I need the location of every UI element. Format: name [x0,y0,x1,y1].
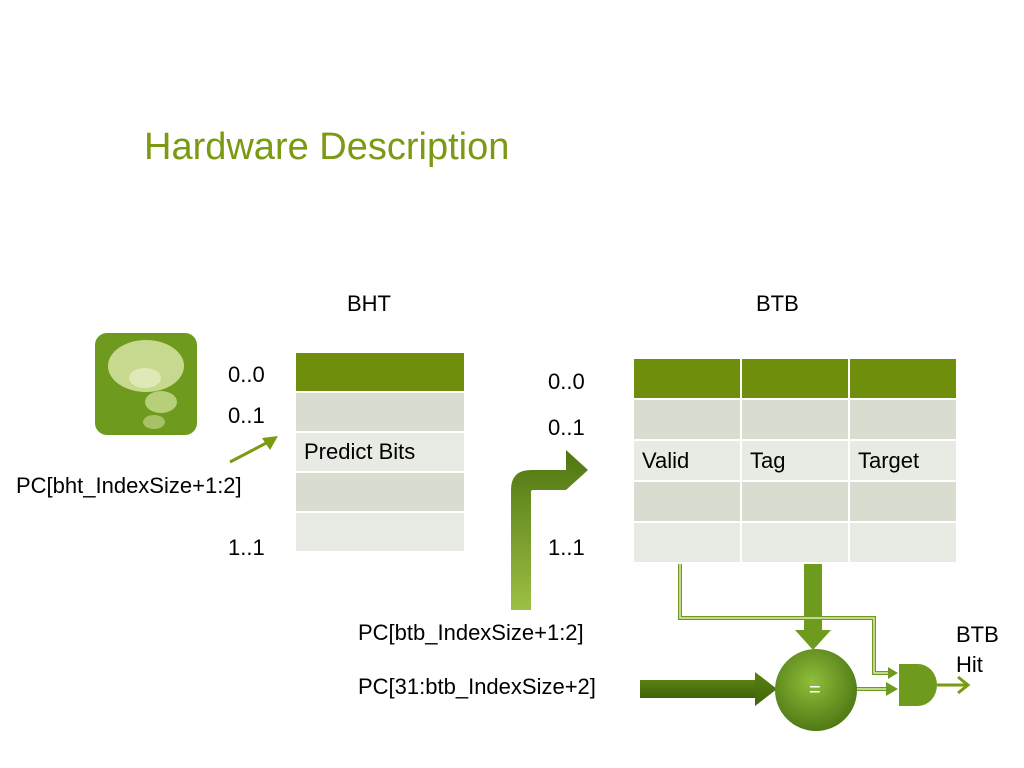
table-cell [294,471,466,513]
btb-index-first: 0..0 [548,369,585,394]
table-row [294,351,466,393]
table-row: Valid Tag Target [632,439,958,482]
bht-table: Predict Bits [294,351,466,553]
btb-index-second: 0..1 [548,415,585,440]
table-cell [632,521,742,564]
target-column: Target [848,439,958,482]
btb-index-arrow [511,450,588,610]
table-row [632,398,958,441]
table-cell [740,398,850,441]
table-cell [848,521,958,564]
btb-index-last: 1..1 [548,535,585,560]
table-row [632,480,958,523]
predict-bits-cell: Predict Bits [294,431,466,473]
bht-index-arrow [229,436,278,464]
table-cell [848,480,958,523]
bht-index-second: 0..1 [228,403,265,428]
table-row [632,521,958,564]
speech-bubble-icon [95,333,197,435]
btb-pc-tag-label: PC[31:btb_IndexSize+2] [358,674,596,699]
table-cell [294,351,466,393]
table-cell [740,357,850,400]
table-row [294,391,466,433]
table-cell [294,511,466,553]
table-row [294,471,466,513]
btb-table: Valid Tag Target [632,357,958,564]
table-row [294,511,466,553]
bht-index-first: 0..0 [228,362,265,387]
btb-hit-line1: BTB [956,622,999,647]
table-row [632,357,958,400]
btb-header: BTB [756,291,799,316]
table-cell [848,398,958,441]
compare-output-arrow [856,682,898,696]
comparator-circle [775,649,857,731]
table-cell [632,398,742,441]
table-cell [740,480,850,523]
valid-line [678,475,898,679]
bht-index-last: 1..1 [228,535,265,560]
table-cell [740,521,850,564]
tag-column: Tag [740,439,850,482]
table-cell [848,357,958,400]
valid-column: Valid [632,439,742,482]
btb-hit-arrow [937,675,971,695]
table-cell [294,391,466,433]
bht-header: BHT [347,291,391,316]
btb-pc-index-label: PC[btb_IndexSize+1:2] [358,620,584,645]
table-cell [632,357,742,400]
btb-hit-line2: Hit [956,652,983,677]
bht-pc-label: PC[bht_IndexSize+1:2] [16,473,242,498]
comparator-symbol: = [809,679,821,701]
and-gate [899,664,937,706]
slide-title: Hardware Description [144,126,510,168]
table-cell [632,480,742,523]
table-row: Predict Bits [294,431,466,473]
pc-tag-arrow [640,672,777,706]
